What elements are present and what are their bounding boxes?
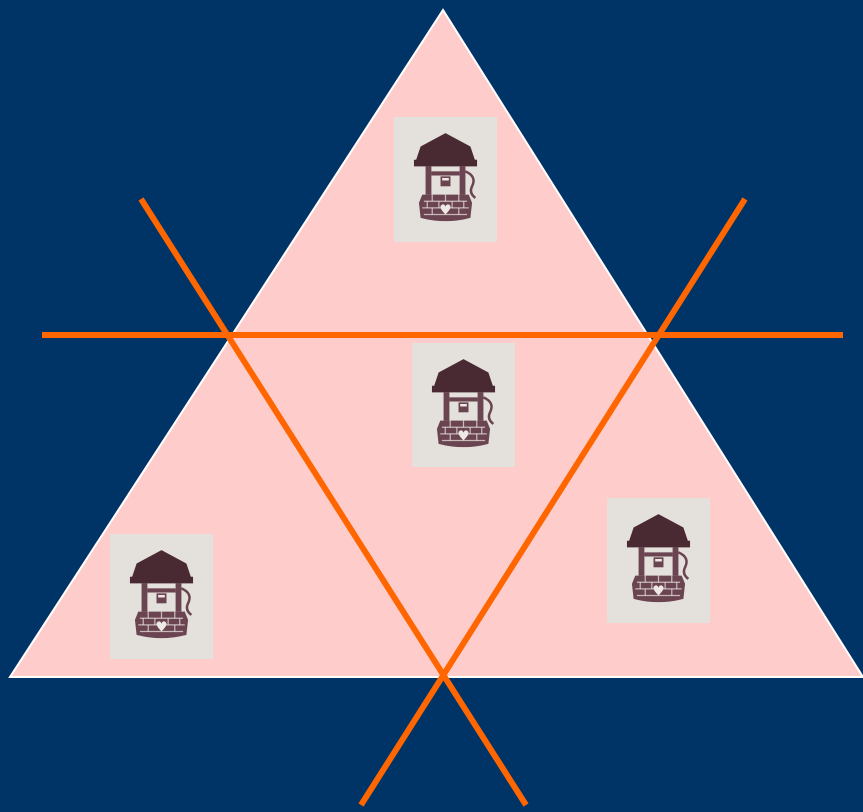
center-region (412, 343, 515, 467)
bottom-left-region (110, 534, 213, 659)
bottom-right-region (607, 498, 710, 623)
top-region (394, 117, 497, 242)
